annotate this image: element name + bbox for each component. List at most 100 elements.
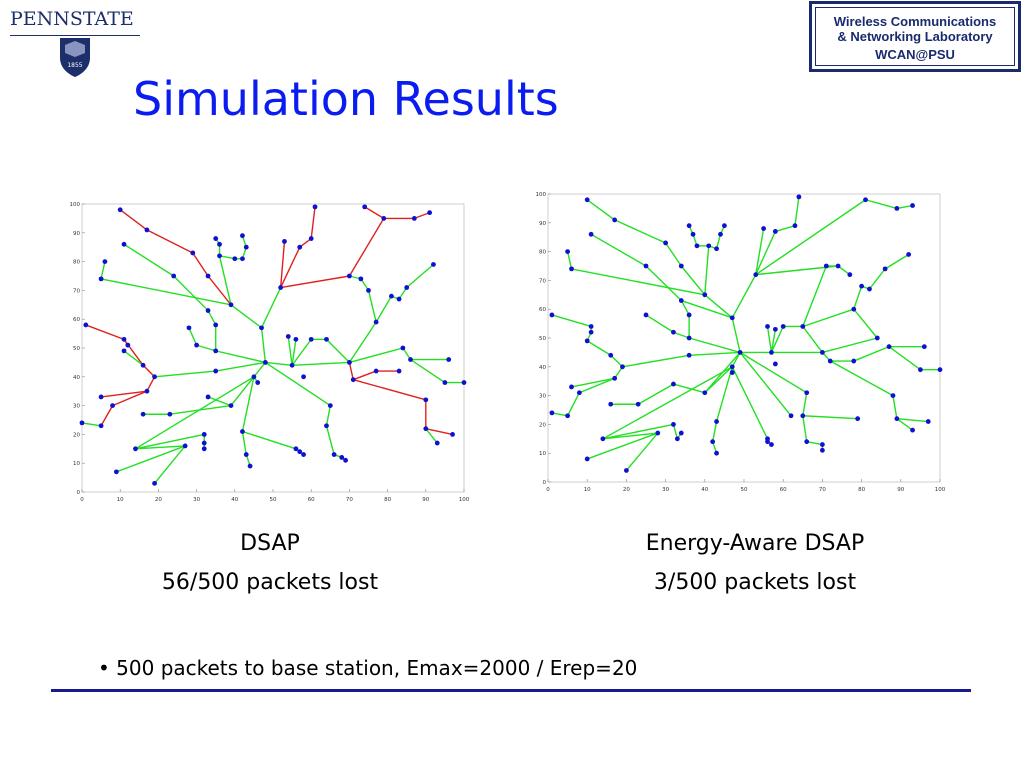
- tree-link: [610, 354, 623, 368]
- sensor-node: [620, 364, 625, 370]
- sensor-node: [772, 361, 778, 367]
- sensor-node: [671, 329, 676, 335]
- sensor-node: [381, 216, 387, 221]
- x-tick-label: 80: [384, 497, 391, 503]
- sensor-node: [710, 439, 716, 445]
- tree-link: [571, 377, 615, 388]
- sensor-node: [847, 272, 853, 278]
- tree-link: [680, 265, 706, 296]
- pennstate-logo: PENNSTATE 1855: [10, 8, 145, 77]
- tree-link: [853, 345, 890, 362]
- tree-link: [704, 294, 733, 319]
- tree-link: [896, 418, 913, 431]
- sensor-node: [102, 259, 108, 264]
- sensor-node: [247, 463, 253, 469]
- sensor-node: [729, 315, 735, 321]
- sensor-node: [890, 393, 896, 398]
- sensor-node: [859, 283, 864, 289]
- sensor-node: [702, 390, 708, 396]
- x-tick-label: 80: [858, 487, 865, 493]
- sensor-node: [144, 227, 150, 233]
- sensor-node: [411, 216, 417, 221]
- tree-link: [681, 299, 733, 319]
- sensor-node: [921, 344, 927, 350]
- sensor-node: [308, 336, 314, 342]
- tree-link: [579, 377, 615, 394]
- sensor-node: [772, 229, 778, 234]
- sensor-node: [820, 447, 825, 453]
- lost-link: [112, 390, 148, 407]
- y-tick-label: 100: [536, 192, 546, 198]
- sensor-node: [851, 358, 857, 364]
- tree-link: [188, 327, 198, 346]
- sensor-node: [121, 348, 127, 354]
- ea-dsap-caption-result: 3/500 packets lost: [653, 570, 857, 595]
- tree-link: [680, 300, 690, 316]
- tree-link: [241, 431, 247, 455]
- sensor-node: [600, 436, 606, 442]
- x-tick-label: 40: [701, 487, 708, 493]
- tree-link: [770, 329, 777, 353]
- y-tick-label: 40: [539, 365, 546, 371]
- tree-link: [715, 234, 722, 249]
- sensor-node: [152, 374, 157, 380]
- lab-logo-inner-border: [815, 7, 1015, 66]
- sensor-node: [674, 436, 680, 442]
- lost-link: [280, 246, 301, 288]
- bottom-rule: [51, 689, 971, 692]
- tree-link: [822, 337, 878, 354]
- tree-link: [265, 361, 293, 366]
- sensor-node: [765, 439, 770, 445]
- lost-link: [142, 364, 156, 378]
- tree-link: [154, 370, 216, 378]
- y-tick-label: 60: [539, 307, 546, 313]
- tree-link: [291, 339, 297, 366]
- sensor-node: [251, 374, 257, 380]
- tree-link: [410, 358, 446, 384]
- tree-link: [207, 310, 217, 326]
- tree-link: [829, 360, 894, 397]
- tree-link: [260, 287, 282, 329]
- x-tick-label: 60: [308, 497, 315, 503]
- sensor-node: [910, 427, 915, 433]
- tree-link: [868, 268, 886, 290]
- sensor-node: [635, 401, 641, 407]
- tree-link: [672, 424, 679, 439]
- tree-link: [802, 392, 808, 416]
- sensor-node: [678, 298, 684, 303]
- sensor-node: [761, 226, 766, 231]
- y-tick-label: 90: [73, 231, 80, 237]
- sensor-node: [171, 273, 177, 279]
- tree-link: [291, 338, 312, 366]
- sensor-node: [584, 197, 590, 203]
- tree-link: [218, 255, 232, 305]
- tree-link: [614, 219, 666, 244]
- sensor-node: [240, 429, 245, 434]
- y-tick-label: 30: [73, 404, 80, 410]
- tree-link: [625, 432, 659, 471]
- x-tick-label: 30: [662, 487, 669, 493]
- sensor-node: [83, 322, 89, 328]
- lost-link: [100, 405, 114, 427]
- sensor-node: [117, 207, 123, 213]
- tree-link: [154, 445, 186, 484]
- sensor-node: [167, 411, 173, 417]
- sensor-node: [327, 403, 333, 408]
- tree-link: [766, 326, 773, 353]
- sensor-node: [213, 236, 219, 241]
- sensor-node: [285, 334, 291, 339]
- sensor-node: [427, 210, 433, 216]
- x-tick-label: 70: [346, 497, 353, 503]
- y-tick-label: 0: [543, 480, 547, 486]
- sensor-node: [706, 243, 712, 249]
- sensor-node: [671, 381, 676, 387]
- tree-link: [348, 321, 377, 363]
- tree-link: [215, 350, 266, 364]
- sensor-node: [588, 231, 594, 237]
- tree-link: [264, 361, 331, 407]
- lab-name-line1: Wireless Communications: [833, 14, 997, 29]
- sensor-node: [400, 345, 406, 351]
- tree-link: [711, 421, 718, 442]
- sensor-node: [125, 342, 131, 348]
